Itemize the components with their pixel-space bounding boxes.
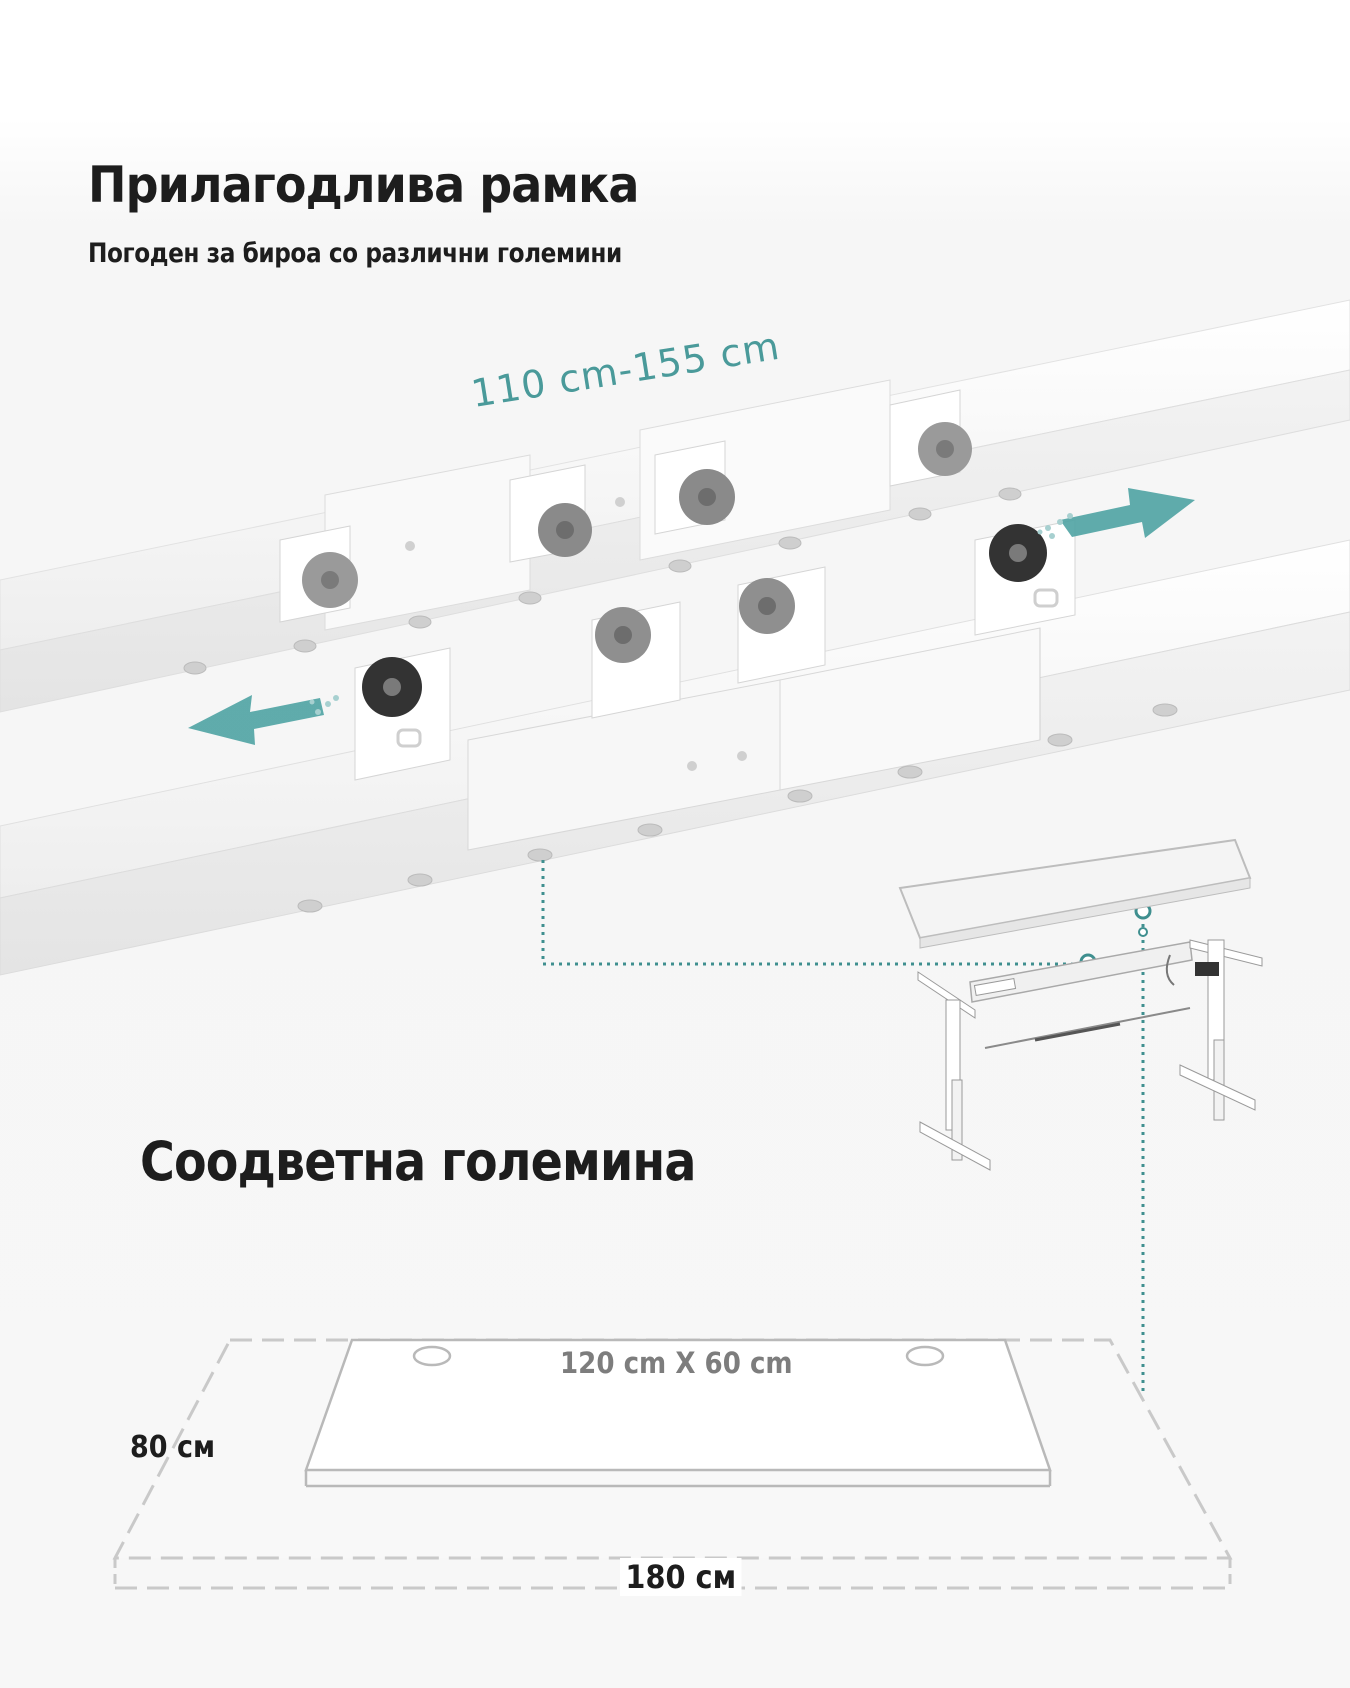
- front-beam: [0, 539, 1350, 976]
- back-beam-bolts: [183, 487, 1022, 675]
- front-beam-brackets: [354, 519, 1076, 781]
- front-beam-bolts: [297, 703, 1178, 913]
- max-depth-label: 80 см: [130, 1430, 216, 1465]
- max-width-label: 180 см: [620, 1558, 742, 1596]
- desk-size-label: 120 cm X 60 cm: [560, 1346, 793, 1380]
- grommet-hole: [412, 1345, 452, 1367]
- connector-dot: [1138, 927, 1148, 937]
- page-title: Прилагодлива рамка: [88, 156, 639, 214]
- connector-lines: [541, 860, 1145, 1392]
- desk-exploded-view: [898, 838, 1263, 1171]
- extend-left-arrow: [188, 695, 339, 745]
- back-beam-brackets: [279, 389, 972, 623]
- page-subtitle: Погоден за бироа со различни големини: [88, 238, 622, 269]
- grommet-hole: [905, 1345, 945, 1367]
- extend-right-arrow: [1037, 488, 1195, 539]
- size-section-title: Соодветна големина: [140, 1130, 696, 1193]
